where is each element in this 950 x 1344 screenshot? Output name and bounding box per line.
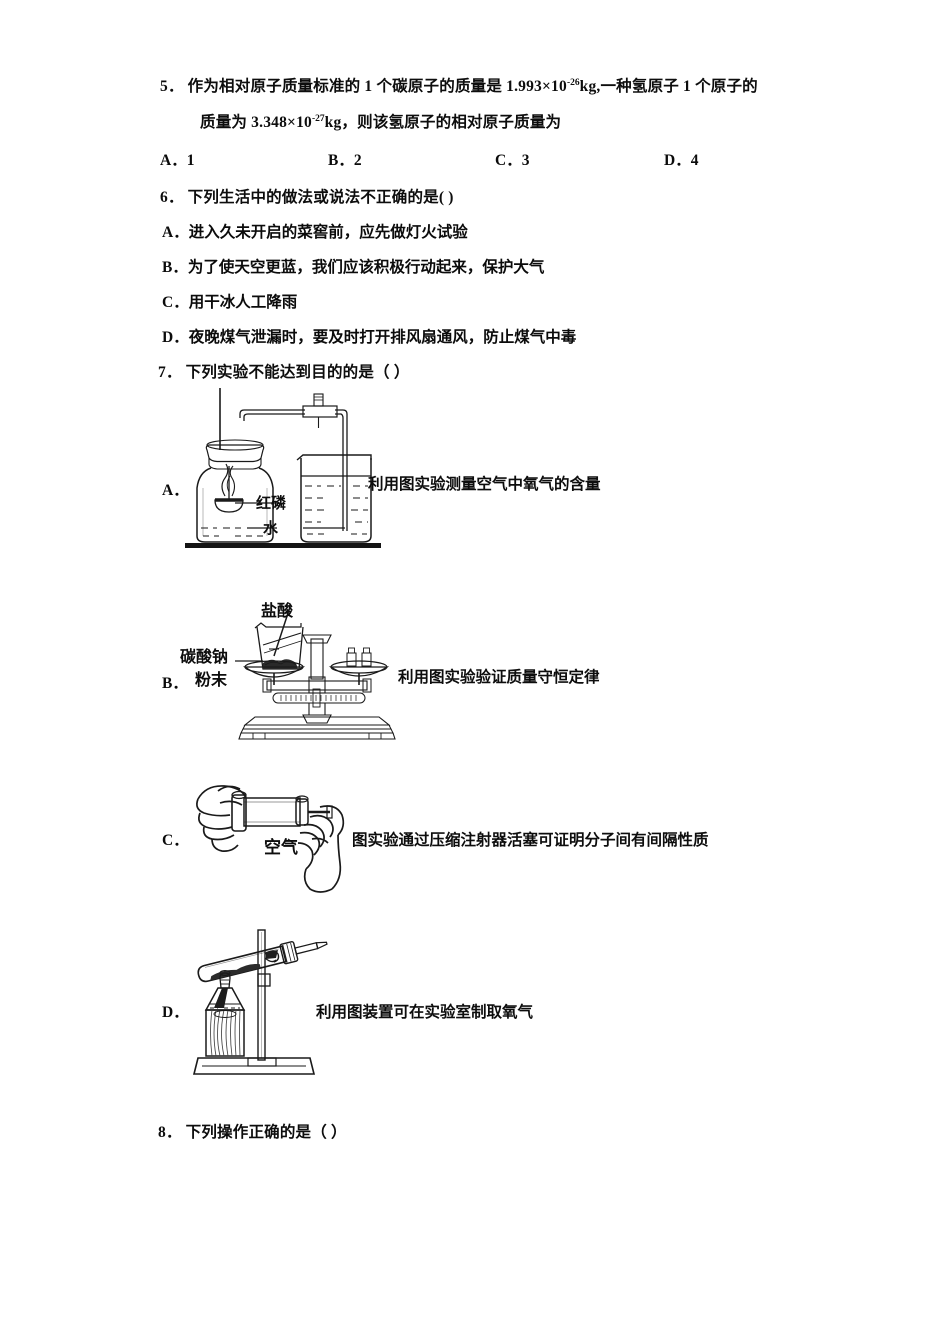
q7-option-b-caption: 利用图实验验证质量守恒定律 [398,669,600,686]
q5-choice-d-text: 4 [690,152,699,169]
figure-gas-jar-red-phosphorus-beaker [185,388,385,548]
q5-line2-pre: 质量为 3.348×10 [200,114,312,131]
q5-choice-d[interactable]: D．4 [664,148,698,170]
q6-option-b-letter: B． [162,259,188,276]
q7-option-c-caption: 图实验通过压缩注射器活塞可证明分子间有间隔性质 [352,832,709,849]
q6-option-a-letter: A． [162,224,189,241]
question-5-number: 5． [160,78,184,95]
question-6-number: 6． [160,189,184,206]
figure-b-label-sodium-carbonate: 碳酸钠 [180,647,229,666]
q7-option-a-letter: A． [162,482,189,499]
figure-a-label-water: 水 [263,519,279,537]
q7-option-b-letter: B． [162,675,188,692]
q6-option-b-text: 为了使天空更蓝，我们应该积极行动起来，保护大气 [187,259,545,276]
q6-stem-text: 下列生活中的做法或说法不正确的是( ) [187,189,454,206]
q5-choice-c-letter: C． [495,152,522,169]
q6-option-a[interactable]: A．进入久未开启的菜窖前，应先做灯火试验 [162,220,468,242]
q5-choice-a-text: 1 [186,152,195,169]
q5-choice-b-letter: B． [328,152,354,169]
figure-b-label-powder: 粉末 [195,670,228,689]
q7-option-d-caption: 利用图装置可在实验室制取氧气 [316,1004,534,1021]
question-7-stem: 7．下列实验不能达到目的的是（ ） [158,360,410,382]
figure-hands-compressing-syringe [196,777,351,897]
q6-option-d-text: 夜晚煤气泄漏时，要及时打开排风扇通风，防止煤气中毒 [188,329,577,346]
q7-stem-text: 下列实验不能达到目的的是（ ） [185,364,410,381]
q5-choice-c[interactable]: C．3 [495,148,529,170]
question-8-stem: 8．下列操作正确的是（ ） [158,1120,347,1142]
q6-option-b[interactable]: B．为了使天空更蓝，我们应该积极行动起来，保护大气 [162,255,544,277]
q5-line2-superscript: -27 [311,113,325,124]
question-7-number: 7． [158,364,182,381]
q5-choice-b-text: 2 [353,152,362,169]
q6-option-c[interactable]: C．用干冰人工降雨 [162,290,297,312]
q5-line1-pre: 作为相对原子质量标准的 1 个碳原子的质量是 1.993×10 [187,78,567,95]
q6-option-c-text: 用干冰人工降雨 [188,294,298,311]
question-5-stem-line-2: 质量为 3.348×10-27kg，则该氢原子的相对原子质量为 [200,110,561,132]
q5-line1-mid: kg,一种氢原子 1 个原子的 [579,78,758,95]
figure-test-tube-alcohol-lamp-stand [192,929,342,1090]
question-8-number: 8． [158,1124,182,1141]
q6-option-d-letter: D． [162,329,189,346]
q5-line2-post: kg，则该氢原子的相对原子质量为 [324,114,562,131]
figure-b-label-hydrochloric-acid: 盐酸 [261,601,294,620]
q5-choice-d-letter: D． [664,152,691,169]
q5-choice-a[interactable]: A．1 [160,148,194,170]
q7-option-a-caption: 利用图实验测量空气中氧气的含量 [368,476,601,493]
q7-option-d-letter: D． [162,1004,189,1021]
q5-choice-a-letter: A． [160,152,187,169]
q5-line1-superscript: -26 [566,77,580,88]
question-5-stem-line-1: 5．作为相对原子质量标准的 1 个碳原子的质量是 1.993×10-26kg,一… [160,74,758,96]
q7-option-c-letter: C． [162,832,189,849]
q8-stem-text: 下列操作正确的是（ ） [185,1124,347,1141]
q6-option-a-text: 进入久未开启的菜窖前，应先做灯火试验 [188,224,468,241]
q5-choice-b[interactable]: B．2 [328,148,362,170]
q6-option-c-letter: C． [162,294,189,311]
question-6-stem: 6．下列生活中的做法或说法不正确的是( ) [160,185,454,207]
figure-a-label-red-phosphorus: 红磷 [256,494,287,512]
q6-option-d[interactable]: D．夜晚煤气泄漏时，要及时打开排风扇通风，防止煤气中毒 [162,325,576,347]
figure-balance-scale-beaker-weights [233,593,408,741]
figure-c-label-air: 空气 [264,838,298,858]
q5-choice-c-text: 3 [521,152,530,169]
